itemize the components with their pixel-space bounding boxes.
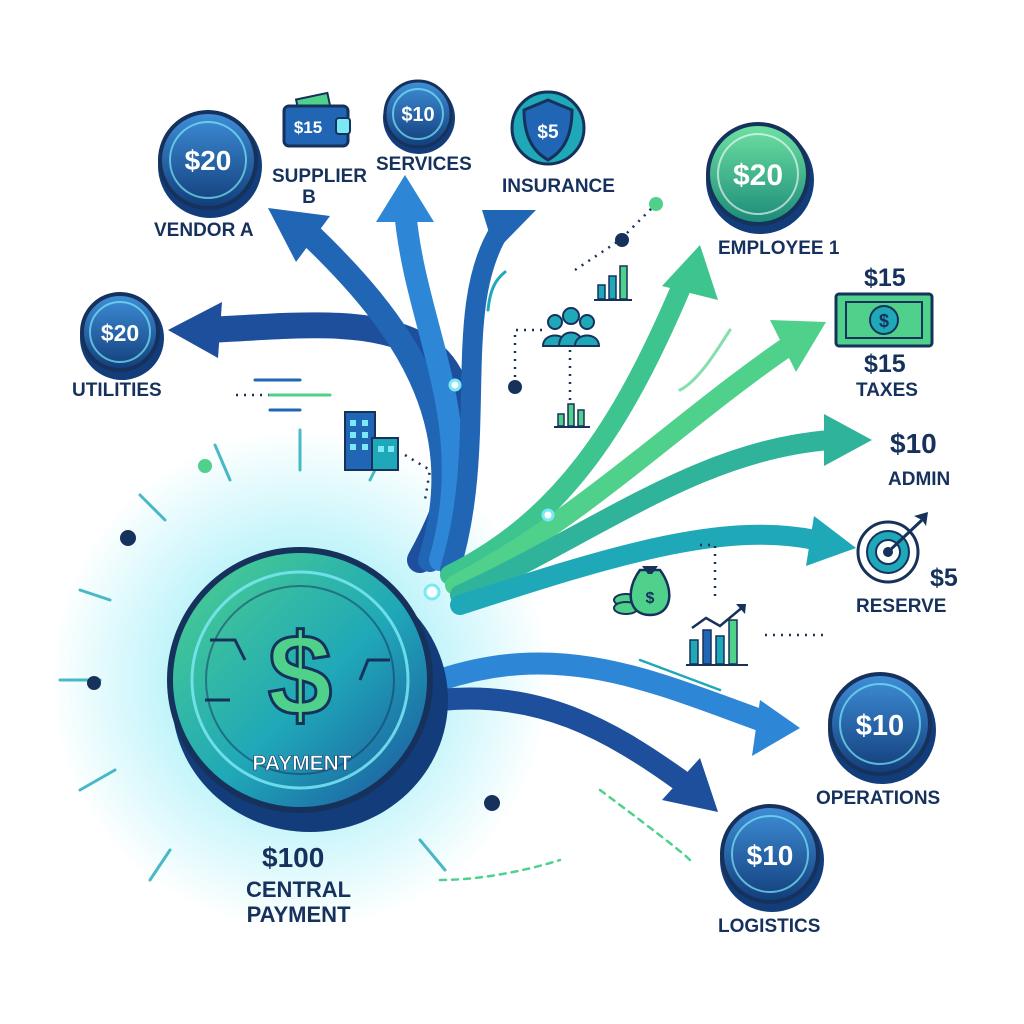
coin-employee-1 bbox=[706, 122, 814, 234]
supplier-b-label: SUPPLIER B bbox=[272, 166, 368, 209]
people-group-icon bbox=[541, 307, 601, 347]
central-label-line2: PAYMENT bbox=[246, 901, 351, 927]
operations-amount: $10 bbox=[856, 710, 904, 742]
central-amount: $100 bbox=[262, 842, 325, 873]
services-amount: $10 bbox=[401, 104, 434, 126]
shield-icon bbox=[510, 90, 586, 166]
taxes-label: TAXES bbox=[856, 380, 918, 401]
logistics-amount: $10 bbox=[747, 840, 794, 871]
employee-1-label: EMPLOYEE 1 bbox=[718, 238, 840, 259]
taxes-amount: $15 bbox=[864, 350, 906, 378]
money-bag-symbol: $ bbox=[646, 590, 655, 607]
coin-utilities bbox=[80, 292, 164, 380]
insurance-label: INSURANCE bbox=[502, 176, 615, 197]
central-coin-text: PAYMENT bbox=[252, 752, 351, 775]
connector-dots bbox=[508, 197, 663, 394]
vendor-a-label: VENDOR A bbox=[154, 220, 254, 241]
central-coin bbox=[167, 547, 448, 832]
central-coin-symbol: $ bbox=[268, 610, 333, 740]
green-flows bbox=[440, 280, 840, 615]
bar-chart-icon-small bbox=[554, 403, 590, 428]
central-payment-label: CENTRAL PAYMENT bbox=[246, 877, 352, 927]
office-building-icon bbox=[344, 411, 399, 471]
operations-label: OPERATIONS bbox=[816, 788, 941, 809]
insurance-amount: $5 bbox=[537, 122, 559, 143]
flow-glints bbox=[423, 378, 555, 601]
taxes-amount-top: $15 bbox=[864, 264, 906, 292]
coin-vendor-a bbox=[158, 110, 262, 218]
supplier-b-label-line1: SUPPLIER bbox=[272, 166, 368, 187]
target-icon bbox=[856, 512, 928, 584]
vendor-a-amount: $20 bbox=[185, 145, 232, 176]
ray-dots bbox=[87, 459, 500, 811]
utilities-amount: $20 bbox=[101, 320, 139, 346]
wallet-icon bbox=[282, 91, 351, 148]
reserve-amount: $5 bbox=[930, 564, 958, 592]
banknote-icon bbox=[834, 292, 934, 348]
supplier-b-amount: $15 bbox=[294, 118, 322, 137]
services-label: SERVICES bbox=[376, 154, 472, 175]
money-bag-icon bbox=[613, 566, 671, 617]
green-arrowheads bbox=[662, 245, 872, 566]
blue-flows bbox=[197, 199, 771, 791]
blue-arrowheads bbox=[168, 175, 800, 812]
reserve-label: RESERVE bbox=[856, 596, 947, 617]
supplier-b-label-line2: B bbox=[302, 187, 316, 209]
coin-operations bbox=[828, 672, 936, 784]
central-label-line1: CENTRAL bbox=[246, 877, 352, 902]
admin-label: ADMIN bbox=[888, 469, 951, 490]
utilities-label: UTILITIES bbox=[72, 380, 162, 401]
admin-amount: $10 bbox=[890, 428, 937, 459]
coin-logistics bbox=[720, 804, 824, 912]
bar-chart-icon bbox=[594, 265, 632, 301]
mini-arrow-lines bbox=[253, 270, 732, 882]
logistics-label: LOGISTICS bbox=[718, 916, 821, 937]
employee-1-amount: $20 bbox=[733, 159, 783, 192]
growth-chart-icon bbox=[686, 604, 748, 666]
taxes-bill-symbol: $ bbox=[879, 311, 889, 331]
coin-services bbox=[383, 79, 455, 154]
